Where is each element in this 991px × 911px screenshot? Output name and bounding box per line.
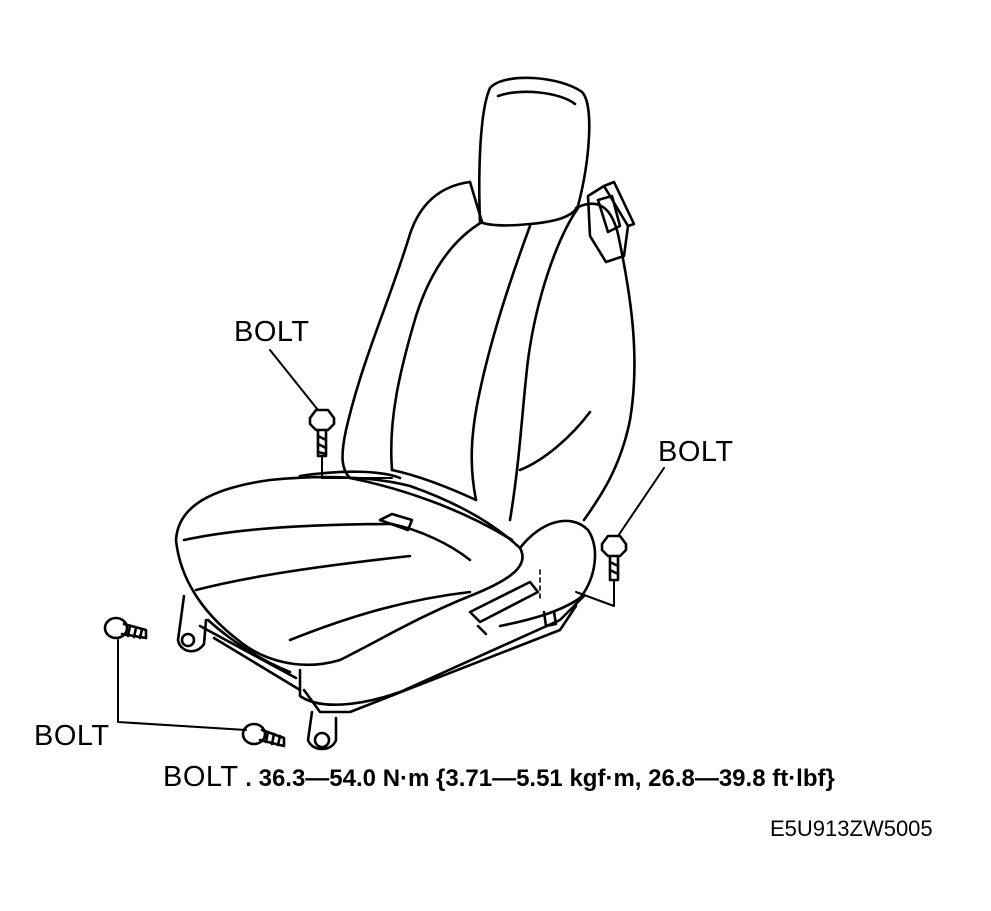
bolt-right	[539, 534, 628, 607]
seat-cushion	[174, 470, 524, 667]
recliner-side	[468, 519, 597, 636]
bolt-upper-left	[308, 408, 393, 479]
bolt-label-right: BOLT	[658, 436, 734, 468]
seatbelt-guide	[586, 180, 636, 264]
bolt-lower-left-b	[241, 722, 286, 748]
bolt-label-lower-left: BOLT	[34, 720, 110, 752]
torque-spec-label: BOLT	[163, 761, 239, 793]
torque-specification: BOLT . 36.3—54.0 N·m {3.71—5.51 kgf·m, 2…	[163, 763, 835, 792]
torque-spec-value: . 36.3—54.0 N·m {3.71—5.51 kgf·m, 26.8—3…	[238, 765, 835, 792]
bolt-lower-left-a	[103, 616, 247, 731]
figure-code: E5U913ZW5005	[770, 816, 933, 841]
seat-back	[341, 180, 636, 542]
headrest	[478, 76, 591, 227]
leader-lines	[269, 349, 665, 537]
bolt-label-upper-left: BOLT	[234, 316, 310, 348]
seat-rail	[176, 594, 586, 751]
